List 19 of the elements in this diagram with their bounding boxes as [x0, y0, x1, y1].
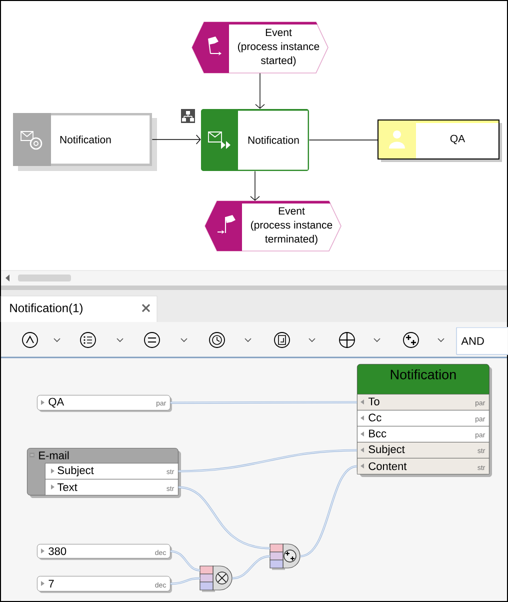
connector-line — [178, 449, 358, 472]
arrow — [152, 134, 201, 144]
connector-line — [178, 486, 270, 550]
connector-line — [170, 577, 200, 585]
connector-line — [232, 555, 270, 580]
operator-gate — [200, 566, 232, 592]
message-box: Notification — [13, 113, 157, 171]
operator-gate — [270, 544, 300, 570]
function-box: Notification — [201, 109, 309, 171]
combo-box: AND — [456, 327, 508, 355]
event-hexagon: Event (process instance terminated) — [204, 200, 342, 252]
connector-line — [300, 465, 358, 558]
connector-line — [170, 401, 358, 404]
tab: Notification(1) — [0, 296, 158, 322]
event-hexagon: Event (process instance started) — [192, 22, 328, 74]
arrow — [250, 170, 260, 201]
arrow — [255, 72, 265, 109]
role-box: QA — [378, 120, 502, 162]
connector-line — [170, 550, 200, 572]
